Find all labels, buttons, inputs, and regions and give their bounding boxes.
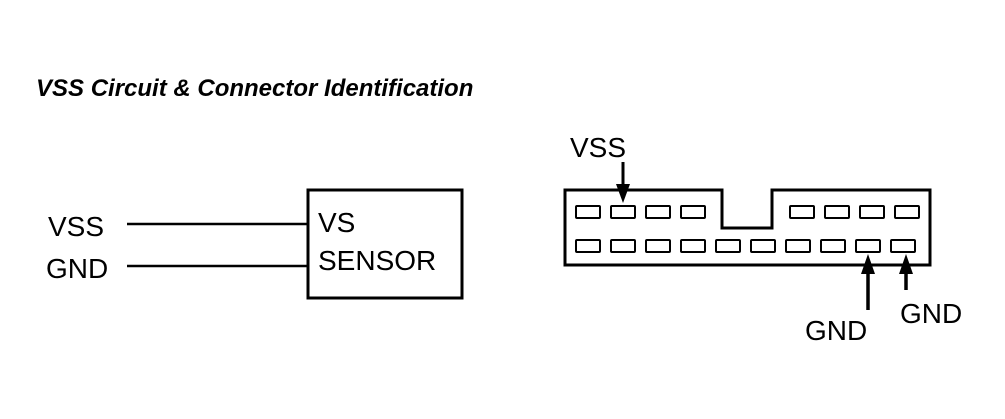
connector-pin — [824, 205, 850, 219]
connector-pin — [680, 239, 706, 253]
connector-pin — [575, 239, 601, 253]
connector-bottom-row — [575, 239, 916, 253]
connector-gnd-label-2: GND — [900, 298, 962, 329]
connector-pin-gnd-2 — [890, 239, 916, 253]
gnd-pointer-arrowhead-1 — [861, 254, 875, 274]
connector-pin — [610, 239, 636, 253]
sensor-label-line2: SENSOR — [318, 245, 436, 276]
gnd-wire-label: GND — [46, 253, 108, 284]
connector-pin — [859, 205, 885, 219]
vss-wire-label: VSS — [48, 211, 104, 242]
connector-pin — [820, 239, 846, 253]
gnd-pointer-arrowhead-2 — [899, 254, 913, 274]
connector-pin — [680, 205, 706, 219]
vss-pointer-arrowhead — [616, 184, 630, 203]
connector-pin — [575, 205, 601, 219]
diagram-title: VSS Circuit & Connector Identification — [36, 75, 473, 102]
connector-pin — [645, 205, 671, 219]
connector-outline — [563, 188, 932, 267]
connector-vss-label: VSS — [570, 132, 626, 163]
vs-sensor-box — [306, 188, 464, 300]
connector-gnd-label-1: GND — [805, 315, 867, 346]
connector-pin — [645, 239, 671, 253]
connector-pin — [750, 239, 776, 253]
connector-pin-gnd-1 — [855, 239, 881, 253]
connector-pin — [715, 239, 741, 253]
connector-pin — [894, 205, 920, 219]
sensor-label-line1: VS — [318, 207, 355, 238]
connector-pin — [785, 239, 811, 253]
connector-top-row — [575, 205, 920, 219]
connector-pin — [789, 205, 815, 219]
connector-pin-vss — [610, 205, 636, 219]
